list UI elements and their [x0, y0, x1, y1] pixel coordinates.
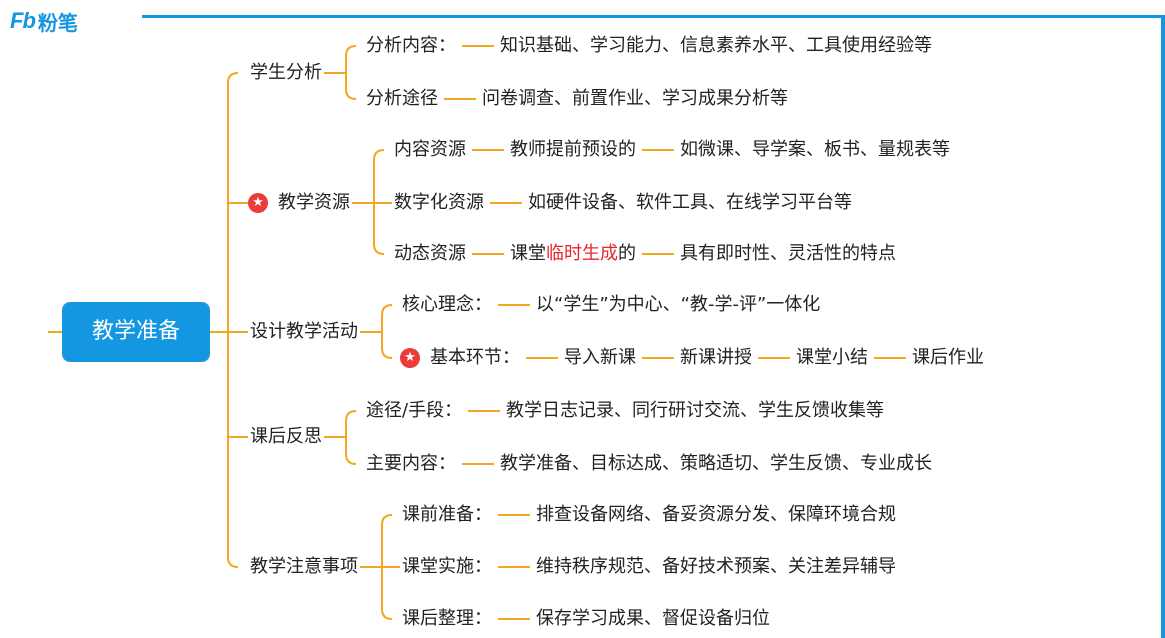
- node-text: 设计教学活动: [250, 321, 358, 342]
- branch-1-item-1-part-1: 如硬件设备、软件工具、在线学习平台等: [526, 191, 854, 215]
- branch-2-item-1-part-3: 课堂小结: [794, 346, 870, 370]
- node-text: 教学资源: [278, 192, 350, 213]
- branch-3-item-1-part-1: 教学准备、目标达成、策略适切、学生反馈、专业成长: [498, 452, 934, 476]
- node-text: 知识基础、学习能力、信息素养水平、工具使用经验等: [500, 35, 932, 56]
- branch-1-label: 教学资源: [276, 191, 352, 215]
- branch-4-item-1-part-0: 课堂实施：: [400, 555, 494, 579]
- brand-name: 粉笔: [37, 10, 78, 35]
- branch-4-item-1-part-1: 维持秩序规范、备好技术预案、关注差异辅导: [534, 555, 898, 579]
- branch-0-item-1-part-0: 分析途径: [364, 87, 440, 111]
- branch-1-item-0-part-0: 内容资源: [392, 138, 468, 162]
- branch-1-item-2-part-0: 动态资源: [392, 242, 468, 266]
- node-text: 课后整理：: [402, 608, 492, 629]
- node-text: 主要内容：: [366, 453, 456, 474]
- node-text: 教学日志记录、同行研讨交流、学生反馈收集等: [506, 400, 884, 421]
- star-badge-icon: ★: [400, 348, 420, 368]
- right-border: [1161, 15, 1165, 638]
- root-node: 教学准备: [62, 302, 210, 362]
- node-text: 问卷调查、前置作业、学习成果分析等: [482, 88, 788, 109]
- branch-1-item-0-part-2: 如微课、导学案、板书、量规表等: [678, 138, 952, 162]
- node-text: 分析途径: [366, 88, 438, 109]
- node-text: 的: [618, 243, 636, 264]
- branch-3-item-0-part-1: 教学日志记录、同行研讨交流、学生反馈收集等: [504, 399, 886, 423]
- node-text: 核心理念：: [402, 294, 492, 315]
- node-text: 课堂: [510, 243, 546, 264]
- node-text: 保存学习成果、督促设备归位: [536, 608, 770, 629]
- branch-3-item-0-part-0: 途径/手段：: [364, 399, 465, 423]
- node-text: 如微课、导学案、板书、量规表等: [680, 139, 950, 160]
- node-text: 课后作业: [912, 347, 984, 368]
- branch-0-item-0-part-0: 分析内容：: [364, 34, 458, 58]
- node-text: 分析内容：: [366, 35, 456, 56]
- node-text: 如硬件设备、软件工具、在线学习平台等: [528, 192, 852, 213]
- node-text: 课后反思: [250, 426, 322, 447]
- branch-1-item-2-part-2: 具有即时性、灵活性的特点: [678, 242, 898, 266]
- node-text: 教学注意事项: [250, 556, 358, 577]
- branch-3-label: 课后反思: [248, 425, 324, 449]
- node-text: 课前准备：: [402, 504, 492, 525]
- branch-1-item-0-part-1: 教师提前预设的: [508, 138, 638, 162]
- branch-4-label: 教学注意事项: [248, 555, 360, 579]
- branch-2-item-1-part-1: 导入新课: [562, 346, 638, 370]
- branch-2-item-1-part-2: 新课讲授: [678, 346, 754, 370]
- node-text: 新课讲授: [680, 347, 752, 368]
- brand-logo: Fb 粉笔: [10, 6, 78, 36]
- node-text: 基本环节：: [430, 347, 520, 368]
- branch-2-item-0-part-1: 以“学生”为中心、“教-学-评”一体化: [534, 293, 823, 317]
- branch-1-item-1-part-0: 数字化资源: [392, 191, 486, 215]
- node-text: 数字化资源: [394, 192, 484, 213]
- node-text: 排查设备网络、备妥资源分发、保障环境合规: [536, 504, 896, 525]
- star-badge-icon: ★: [248, 193, 268, 213]
- branch-2-label: 设计教学活动: [248, 320, 360, 344]
- node-text: 教学准备、目标达成、策略适切、学生反馈、专业成长: [500, 453, 932, 474]
- node-text: 教师提前预设的: [510, 139, 636, 160]
- node-text: 途径/手段：: [366, 400, 463, 421]
- branch-4-item-2-part-0: 课后整理：: [400, 607, 494, 631]
- branch-3-bracket-line: [345, 410, 357, 465]
- branch-2-item-1-part-0: 基本环节：: [428, 346, 522, 370]
- node-text: 维持秩序规范、备好技术预案、关注差异辅导: [536, 556, 896, 577]
- branch-4-item-0-part-0: 课前准备：: [400, 503, 494, 527]
- node-text: 内容资源: [394, 139, 466, 160]
- branch-0-item-0-part-1: 知识基础、学习能力、信息素养水平、工具使用经验等: [498, 34, 934, 58]
- branch-0-label: 学生分析: [248, 61, 324, 85]
- node-text: 课堂小结: [796, 347, 868, 368]
- node-text: 课堂实施：: [402, 556, 492, 577]
- branch-3-item-1-part-0: 主要内容：: [364, 452, 458, 476]
- node-text: 动态资源: [394, 243, 466, 264]
- highlight-text: 临时生成: [546, 243, 618, 264]
- node-text: 导入新课: [564, 347, 636, 368]
- node-text: 学生分析: [250, 62, 322, 83]
- node-text: 具有即时性、灵活性的特点: [680, 243, 896, 264]
- branch-0-bracket-line: [345, 45, 357, 100]
- branch-1-item-2-part-1: 课堂临时生成的: [508, 242, 638, 266]
- node-text: 以“学生”为中心、“教-学-评”一体化: [536, 294, 821, 315]
- branch-2-item-1-part-4: 课后作业: [910, 346, 986, 370]
- trunk-line: [227, 72, 239, 568]
- branch-4-item-0-part-1: 排查设备网络、备妥资源分发、保障环境合规: [534, 503, 898, 527]
- top-border: [142, 15, 1165, 18]
- branch-2-item-0-part-0: 核心理念：: [400, 293, 494, 317]
- branch-4-item-2-part-1: 保存学习成果、督促设备归位: [534, 607, 772, 631]
- branch-0-item-1-part-1: 问卷调查、前置作业、学习成果分析等: [480, 87, 790, 111]
- branch-2-bracket-line: [381, 304, 393, 359]
- brand-mark: Fb: [10, 8, 36, 33]
